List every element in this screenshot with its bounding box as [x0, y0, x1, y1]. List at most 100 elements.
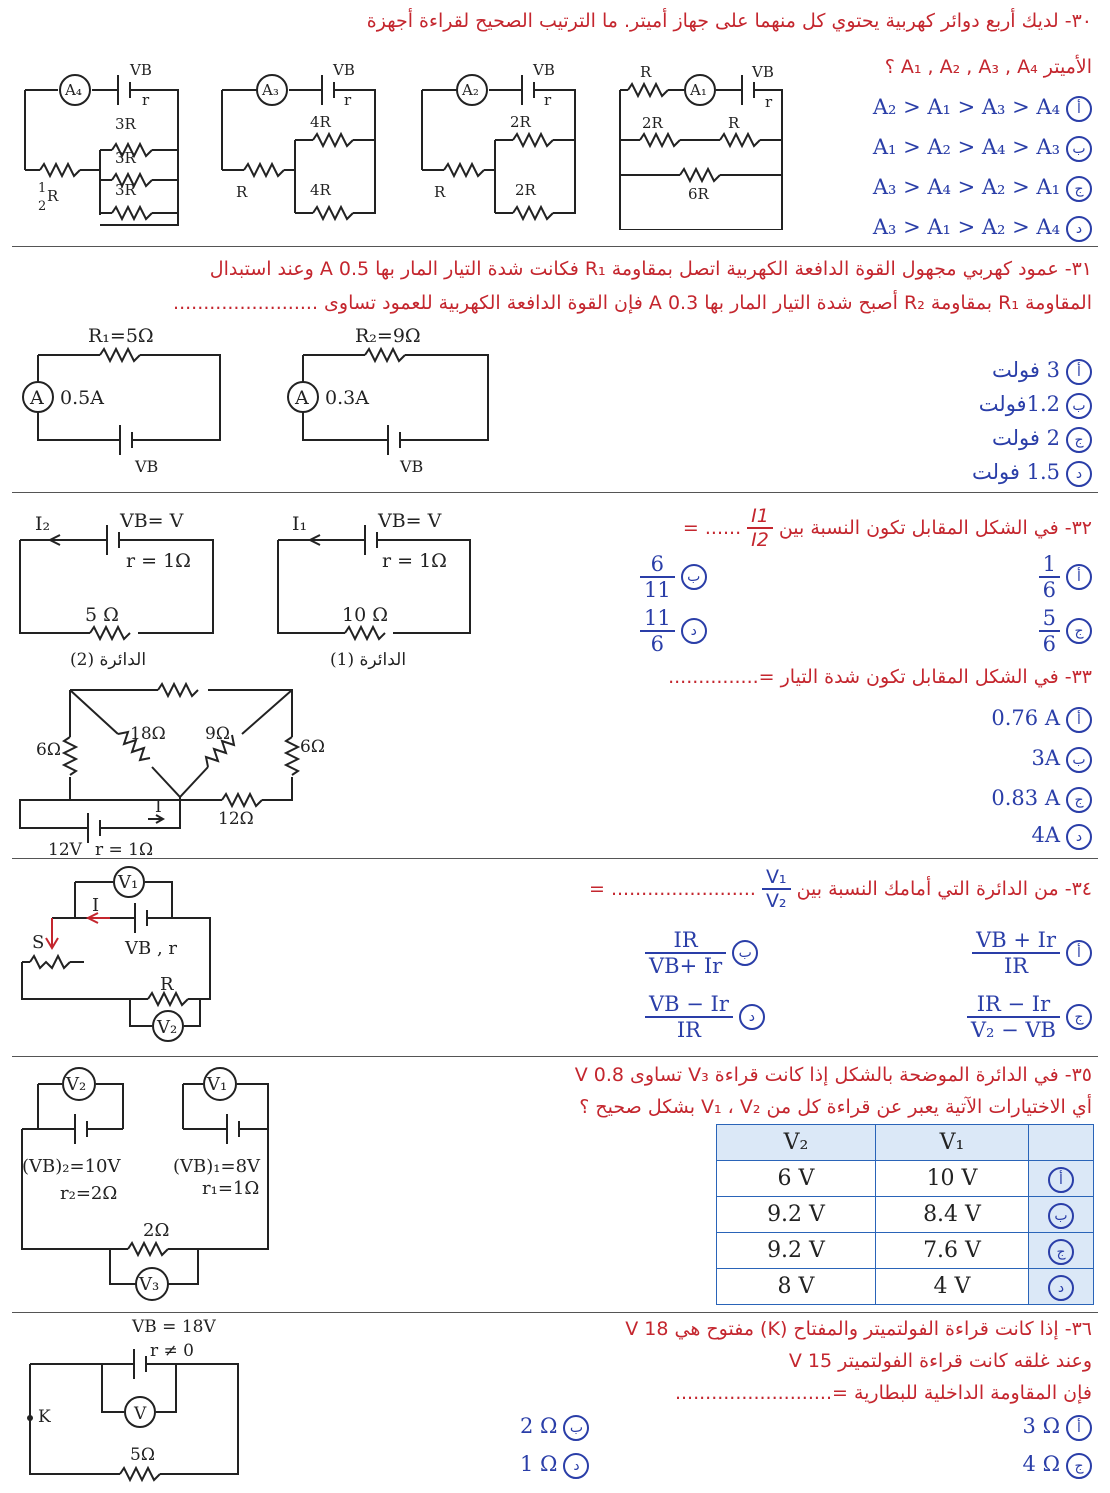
svg-text:VB , r: VB , r: [124, 938, 177, 959]
svg-text:V₃: V₃: [138, 1274, 159, 1295]
svg-text:3R: 3R: [115, 181, 137, 199]
svg-text:0.3A: 0.3A: [325, 387, 369, 409]
svg-text:R: R: [728, 114, 740, 132]
svg-text:V₁: V₁: [117, 872, 138, 893]
svg-text:r ≠ 0: r ≠ 0: [150, 1341, 194, 1361]
q30-a1-label: A₁: [689, 81, 707, 99]
q30-a4-label: A₄: [64, 81, 82, 99]
svg-text:r: r: [142, 91, 150, 109]
q30-a2-label: A₂: [461, 81, 479, 99]
svg-text:R₂=9Ω: R₂=9Ω: [355, 325, 421, 347]
svg-text:R: R: [640, 63, 652, 81]
q36-option-c[interactable]: ج4 Ω: [1023, 1452, 1092, 1479]
separator: [12, 858, 1098, 859]
svg-text:6Ω: 6Ω: [300, 737, 325, 757]
svg-text:VB: VB: [532, 61, 555, 79]
svg-text:4R: 4R: [310, 113, 332, 131]
svg-text:VB= V: VB= V: [119, 510, 184, 532]
svg-text:VB: VB: [751, 63, 774, 81]
q31-option-a[interactable]: أ3 فولت: [992, 358, 1092, 385]
q35-circuit-figure: V₂ V₁ V₃ (VB)₂=10V r₂=2Ω (VB)₁=8V r₁=1Ω …: [21, 1067, 269, 1301]
q32-circuits-figure: I₂ VB= V r = 1Ω 5 Ω الدائرة (2) I₁ VB= V…: [19, 510, 471, 670]
separator: [12, 1056, 1098, 1057]
q33-option-b[interactable]: ب3A: [1031, 746, 1092, 773]
svg-text:VB: VB: [129, 61, 152, 79]
svg-text:R₁=5Ω: R₁=5Ω: [88, 325, 154, 347]
svg-text:r = 1Ω: r = 1Ω: [382, 550, 447, 572]
svg-text:V₁: V₁: [206, 1074, 227, 1095]
svg-text:الدائرة (1): الدائرة (1): [330, 650, 406, 670]
svg-text:(VB)₁=8V: (VB)₁=8V: [173, 1156, 261, 1177]
svg-text:(VB)₂=10V: (VB)₂=10V: [22, 1156, 121, 1177]
separator: [12, 1312, 1098, 1313]
col-header-v1: V₁: [875, 1124, 1029, 1161]
q30-circuits-figure: A₄ VB r 3R 3R 3R 1 2 R A₃ VB r 4R 4R R A…: [24, 61, 783, 230]
svg-text:I: I: [92, 895, 99, 916]
svg-text:9Ω: 9Ω: [205, 724, 230, 744]
q30-option-a[interactable]: أA₂ > A₁ > A₃ > A₄: [873, 95, 1092, 122]
q33-circuit-figure: 6Ω 18Ω 9Ω 6Ω 12Ω I 12V r = 1Ω: [19, 681, 325, 860]
svg-text:2R: 2R: [642, 114, 664, 132]
svg-text:V₂: V₂: [156, 1017, 177, 1038]
separator: [12, 492, 1098, 493]
svg-text:12Ω: 12Ω: [218, 809, 254, 829]
svg-text:6R: 6R: [688, 185, 710, 203]
svg-text:6Ω: 6Ω: [36, 740, 61, 760]
svg-text:V₂: V₂: [65, 1074, 86, 1095]
svg-text:R: R: [236, 183, 248, 201]
q36-text3: فإن المقاومة الداخلية للبطارية =........…: [674, 1382, 1092, 1404]
q30-option-d[interactable]: دA₃ > A₁ > A₂ > A₄: [873, 215, 1092, 242]
q36-text: ٣٦- إذا كانت قراءة الفولتميتر والمفتاح (…: [625, 1318, 1092, 1340]
q31-option-d[interactable]: د1.5 فولت: [972, 460, 1092, 487]
q33-option-c[interactable]: ج0.83 A: [991, 786, 1092, 813]
q31-text: ٣١- عمود كهربي مجهول القوة الدافعة الكهر…: [209, 258, 1092, 280]
q36-circuit-figure: VB = 18V r ≠ 0 V K 5Ω: [27, 1317, 239, 1483]
svg-text:2Ω: 2Ω: [143, 1220, 169, 1241]
q36-text2: وعند غلقه كانت قراءة الفولتميتر 15 V: [788, 1350, 1092, 1372]
svg-text:2R: 2R: [515, 181, 537, 199]
svg-text:3R: 3R: [115, 149, 137, 167]
svg-text:A: A: [29, 387, 44, 409]
svg-text:4R: 4R: [310, 181, 332, 199]
q30-text2: الأميتر A₁ , A₂ , A₃ , A₄ ؟: [884, 56, 1092, 78]
svg-text:5Ω: 5Ω: [130, 1445, 155, 1465]
q30-text: ٣٠- لديك أربع دوائر كهربية يحتوي كل منهم…: [366, 10, 1092, 32]
svg-text:VB= V: VB= V: [377, 510, 442, 532]
q31-option-b[interactable]: ب1.2فولت: [979, 392, 1092, 419]
q31-option-c[interactable]: ج2 فولت: [992, 426, 1092, 453]
svg-text:R: R: [160, 974, 174, 995]
svg-text:A: A: [294, 387, 309, 409]
svg-text:18Ω: 18Ω: [130, 724, 166, 744]
svg-text:I₂: I₂: [35, 513, 50, 535]
col-header-v2: V₂: [716, 1124, 876, 1161]
q34-circuit-figure: V₁ V₂ I S VB , r R: [21, 866, 211, 1042]
q36-option-b[interactable]: ب2 Ω: [520, 1414, 590, 1441]
svg-text:VB = 18V: VB = 18V: [131, 1317, 216, 1337]
svg-text:R: R: [47, 187, 59, 205]
q31-text2: المقاومة R₁ بمقاومة R₂ أصبح شدة التيار ا…: [173, 292, 1092, 314]
q36-option-d[interactable]: د1 Ω: [520, 1452, 590, 1479]
separator: [12, 246, 1098, 247]
q33-option-d[interactable]: د4A: [1031, 823, 1092, 850]
q30-option-c[interactable]: جA₃ > A₄ > A₂ > A₁: [873, 175, 1092, 202]
q30-option-b[interactable]: بA₁ > A₂ > A₄ > A₃: [873, 135, 1092, 162]
q33-option-a[interactable]: أ0.76 A: [991, 706, 1092, 733]
svg-text:I₁: I₁: [292, 513, 307, 535]
svg-text:R: R: [434, 183, 446, 201]
q36-option-a[interactable]: أ3 Ω: [1023, 1414, 1092, 1441]
svg-text:r: r: [544, 91, 552, 109]
svg-text:r = 1Ω: r = 1Ω: [95, 840, 153, 860]
